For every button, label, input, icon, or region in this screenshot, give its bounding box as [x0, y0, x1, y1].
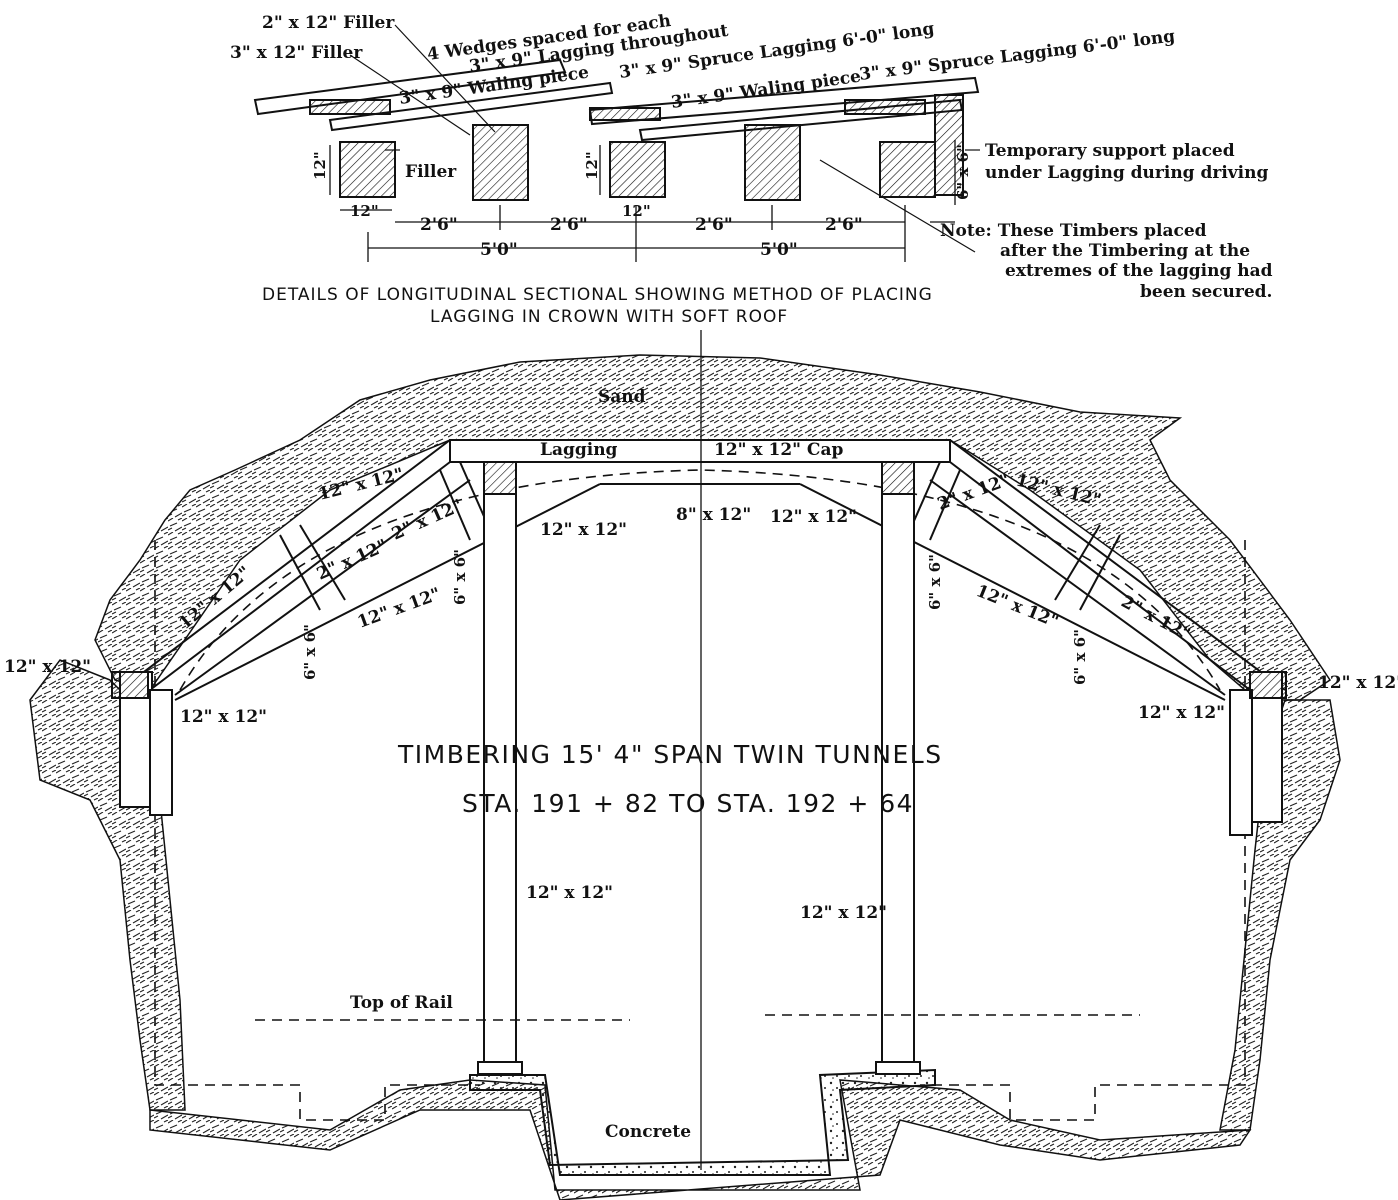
waling-piece-left: [309, 99, 391, 115]
corner-block-left: [111, 671, 149, 699]
posts: [111, 461, 1287, 1075]
waling-piece-mid: [589, 107, 661, 121]
dimension-lines: [329, 140, 956, 262]
left-2x12-a-label: 2" x 12": [314, 536, 391, 585]
dim-2-6-d: 2'6": [825, 215, 863, 235]
right-rock-wall: [1219, 699, 1341, 1131]
lining-outline-right: [920, 540, 1246, 1121]
right-12x12-low-label: 12" x 12": [973, 581, 1061, 632]
filler-label: Filler: [405, 162, 457, 182]
top-of-rail-label: Top of Rail: [350, 993, 453, 1013]
cap-block-right: [881, 461, 915, 495]
dim-12-vertical-left: 12": [311, 151, 329, 180]
dim-2-6-a: 2'6": [420, 215, 458, 235]
right-2x12-a-label: 2" x 12": [935, 470, 1012, 515]
main-title-line-1: TIMBERING 15' 4" SPAN TWIN TUNNELS: [397, 740, 943, 769]
longitudinal-detail: 2" x 12" Filler 3" x 12" Filler 4 Wedges…: [230, 11, 1273, 327]
wall-plate-right-inner: [1229, 689, 1253, 836]
temp-support: [934, 94, 964, 196]
note-line-2: after the Timbering at the: [1000, 241, 1250, 261]
right-6x6-a-label: 6" x 6": [926, 554, 944, 610]
note-line-4: been secured.: [1140, 282, 1272, 302]
right-outer-label: 12" x 12": [1318, 673, 1398, 693]
cap-8x12: [500, 470, 600, 486]
floor-rock: [149, 1079, 1252, 1200]
lining-outline-left: [154, 540, 480, 1121]
dim-12-left: 12": [350, 202, 379, 220]
sand-label: Sand: [598, 387, 646, 407]
dim-6x6: 6" x 6": [954, 144, 972, 200]
cap-beam: [449, 439, 951, 463]
wall-plate-left-inner: [149, 689, 173, 816]
timber-section-5: [879, 141, 936, 198]
filler-2x12-label: 2" x 12" Filler: [262, 13, 395, 33]
cap-label: 12" x 12" Cap: [714, 440, 843, 460]
cap-8x12-label: 8" x 12": [676, 505, 751, 525]
right-sill-label: 12" x 12": [1138, 703, 1225, 723]
note-line-3: extremes of the lagging had: [1005, 261, 1273, 281]
timber-section-2: [472, 124, 529, 201]
post-lower-left-label: 12" x 12": [526, 883, 613, 903]
post-12x12-label-b: 12" x 12": [770, 507, 857, 527]
temp-support-line-2: under Lagging during driving: [985, 163, 1268, 183]
post-left-base: [477, 1061, 523, 1075]
detail-title-line-2: LAGGING IN CROWN WITH SOFT ROOF: [430, 307, 788, 327]
post-lower-right-label: 12" x 12": [800, 903, 887, 923]
overburden-rock: [94, 354, 1332, 701]
dim-5-0-a: 5'0": [480, 240, 518, 260]
dim-12-vertical-mid: 12": [583, 151, 601, 180]
timber-section-4: [744, 124, 801, 201]
left-2x12-b-label: 2" x 12": [389, 496, 466, 545]
temp-support-line-1: Temporary support placed: [985, 141, 1235, 161]
corner-block-right: [1249, 671, 1287, 699]
tunnel-cross-section: Sand Lagging 12" x 12" Cap 8" x 12" 12" …: [4, 330, 1398, 1200]
note-line-1: Note: These Timbers placed: [940, 221, 1207, 241]
dim-2-6-c: 2'6": [695, 215, 733, 235]
dim-2-6-b: 2'6": [550, 215, 588, 235]
right-6x6-b-label: 6" x 6": [1071, 629, 1089, 685]
detail-title-line-1: DETAILS OF LONGITUDINAL SECTIONAL SHOWIN…: [262, 285, 933, 305]
main-title-line-2: STA. 191 + 82 TO STA. 192 + 64: [462, 789, 914, 818]
cap-block-left: [483, 461, 517, 495]
dim-12-mid: 12": [622, 202, 651, 220]
leader-lines: [349, 24, 980, 253]
left-sill-label: 12" x 12": [180, 707, 267, 727]
post-12x12-label-a: 12" x 12": [540, 520, 627, 540]
dim-5-0-b: 5'0": [760, 240, 798, 260]
waling-piece-right: [844, 99, 926, 115]
left-6x6-b-label: 6" x 6": [451, 549, 469, 605]
left-outer-label: 12" x 12": [4, 657, 91, 677]
post-right-base: [875, 1061, 921, 1075]
timber-section-1: [339, 141, 396, 198]
filler-3x12-label: 3" x 12" Filler: [230, 43, 363, 63]
lagging-label: Lagging: [540, 440, 618, 460]
timber-section-3: [609, 141, 666, 198]
lining-outline-arc: [179, 469, 1221, 691]
concrete-label: Concrete: [605, 1122, 691, 1142]
left-6x6-a-label: 6" x 6": [301, 624, 319, 680]
left-12x12-low-label: 12" x 12": [355, 584, 444, 633]
